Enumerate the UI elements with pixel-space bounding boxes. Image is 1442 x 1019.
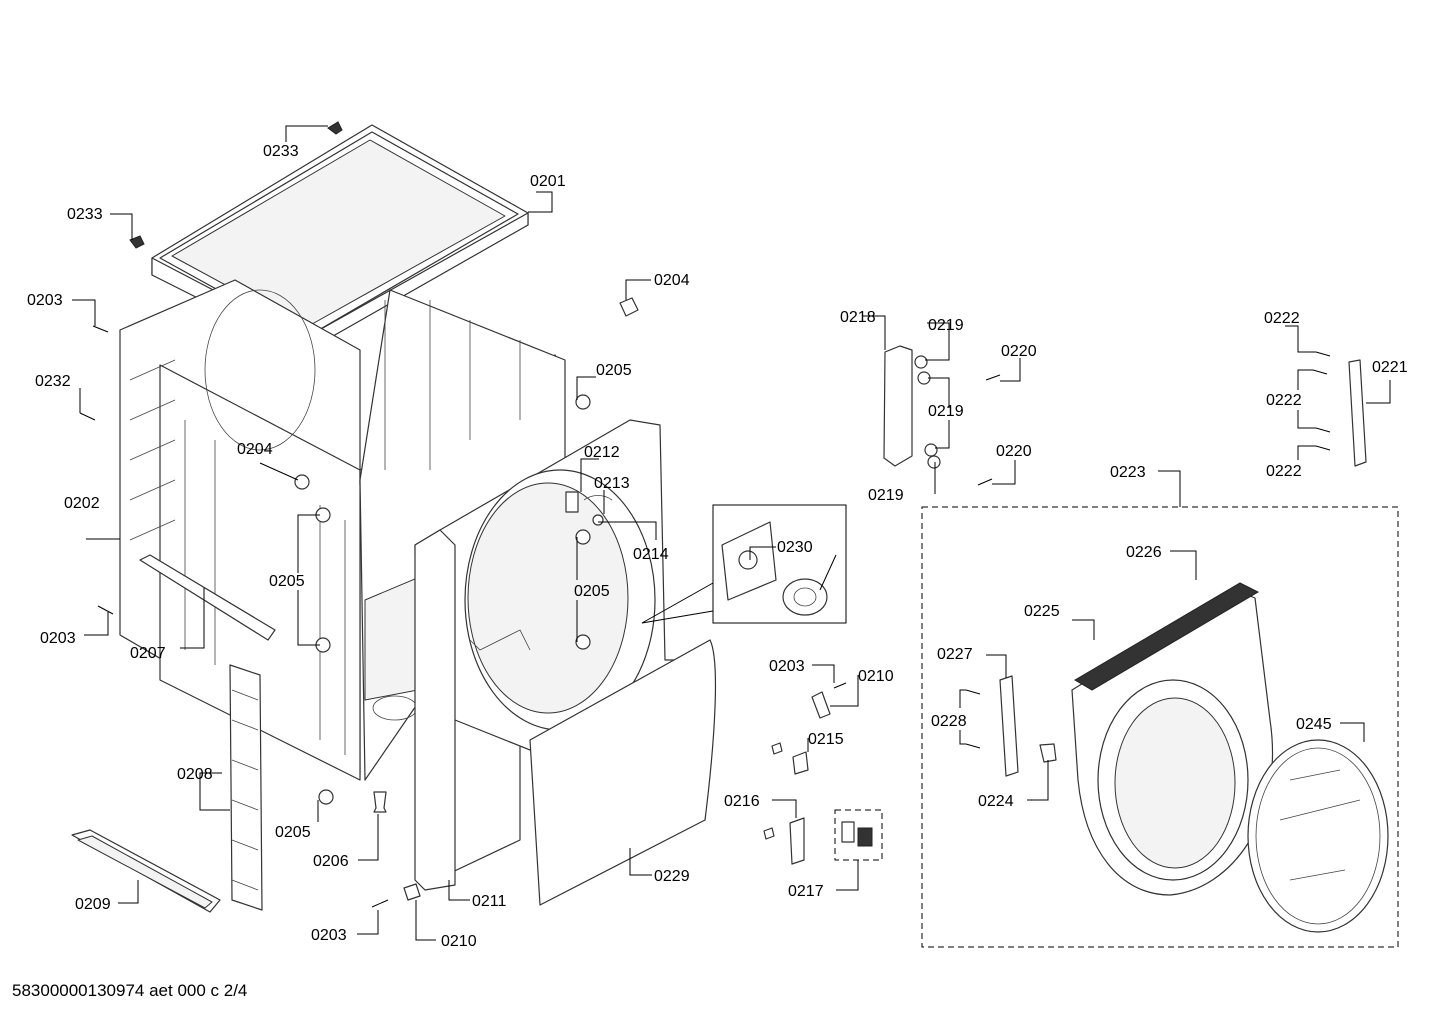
part-label-0205-front: 0205 [574,583,610,600]
part-label-0227: 0227 [937,646,973,663]
document-footer-id: 58300000130974 aet 000 c 2/4 [12,981,248,1000]
part-label-0202: 0202 [64,495,100,512]
part-label-0222-c: 0222 [1266,463,1302,480]
hinge-drawings [883,345,1367,486]
part-label-0203-upper: 0203 [27,292,63,309]
part-label-0217: 0217 [788,883,824,900]
part-label-0230: 0230 [777,539,813,556]
grommet-inset-drawing [641,504,847,624]
part-label-0206: 0206 [313,853,349,870]
part-number-labels: 0233 0201 0233 0203 0204 0232 0205 0202 … [27,143,1408,950]
part-label-0211: 0211 [472,893,507,910]
part-label-0220-b: 0220 [996,443,1032,460]
hardware-drawings [79,121,639,908]
part-label-0203-lower-left: 0203 [40,630,76,647]
part-label-0210-bottom: 0210 [441,933,477,950]
part-label-0219-a: 0219 [928,317,964,334]
part-label-0204-mid: 0204 [237,441,273,458]
part-label-0207: 0207 [130,645,166,662]
part-label-0219-b: 0219 [928,403,964,420]
part-label-0233-left: 0233 [67,206,103,223]
part-label-0201: 0201 [530,173,566,190]
part-label-0232: 0232 [35,373,71,390]
part-label-0228: 0228 [931,713,967,730]
part-label-0213: 0213 [594,475,630,492]
part-label-0222-b: 0222 [1266,392,1302,409]
part-label-0203-bottom: 0203 [311,927,347,944]
part-label-0221: 0221 [1372,359,1408,376]
part-label-0204-right: 0204 [654,272,690,289]
part-label-0210-mid: 0210 [858,668,894,685]
leader-lines [72,125,1391,941]
part-label-0229: 0229 [654,868,690,885]
door-group-drawing [921,506,1399,948]
part-label-0233-top: 0233 [263,143,299,160]
part-label-0214: 0214 [633,546,669,563]
part-label-0205-upper: 0205 [596,362,632,379]
part-label-0225: 0225 [1024,603,1060,620]
front-panel-drawing [414,419,706,891]
part-label-0205-lower: 0205 [275,824,311,841]
part-label-0224: 0224 [978,793,1014,810]
part-label-0203-mid: 0203 [769,658,805,675]
part-label-0208: 0208 [177,766,213,783]
part-label-0226: 0226 [1126,544,1162,561]
part-label-0215: 0215 [808,731,844,748]
part-label-0223: 0223 [1110,464,1146,481]
part-label-0218: 0218 [840,309,876,326]
rail-drawings [71,554,276,913]
part-label-0212: 0212 [584,444,620,461]
part-label-0205-side: 0205 [269,573,305,590]
kick-plate-drawing [529,639,717,906]
part-label-0219-c: 0219 [868,487,904,504]
part-label-0216: 0216 [724,793,760,810]
part-label-0245: 0245 [1296,716,1332,733]
latch-drawings [763,682,883,865]
part-label-0220-a: 0220 [1001,343,1037,360]
part-label-0209: 0209 [75,896,111,913]
part-label-0222-a: 0222 [1264,310,1300,327]
